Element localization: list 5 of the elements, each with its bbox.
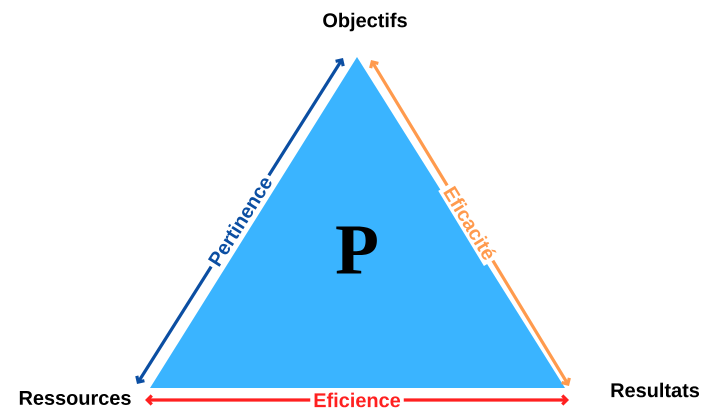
letter: P [336,226,377,274]
edge-label: Eficience [310,390,404,410]
vertex-label: Objectifs [323,12,407,32]
vertex-label: Ressources [20,391,131,405]
vertex-label: Resultats [611,382,700,398]
